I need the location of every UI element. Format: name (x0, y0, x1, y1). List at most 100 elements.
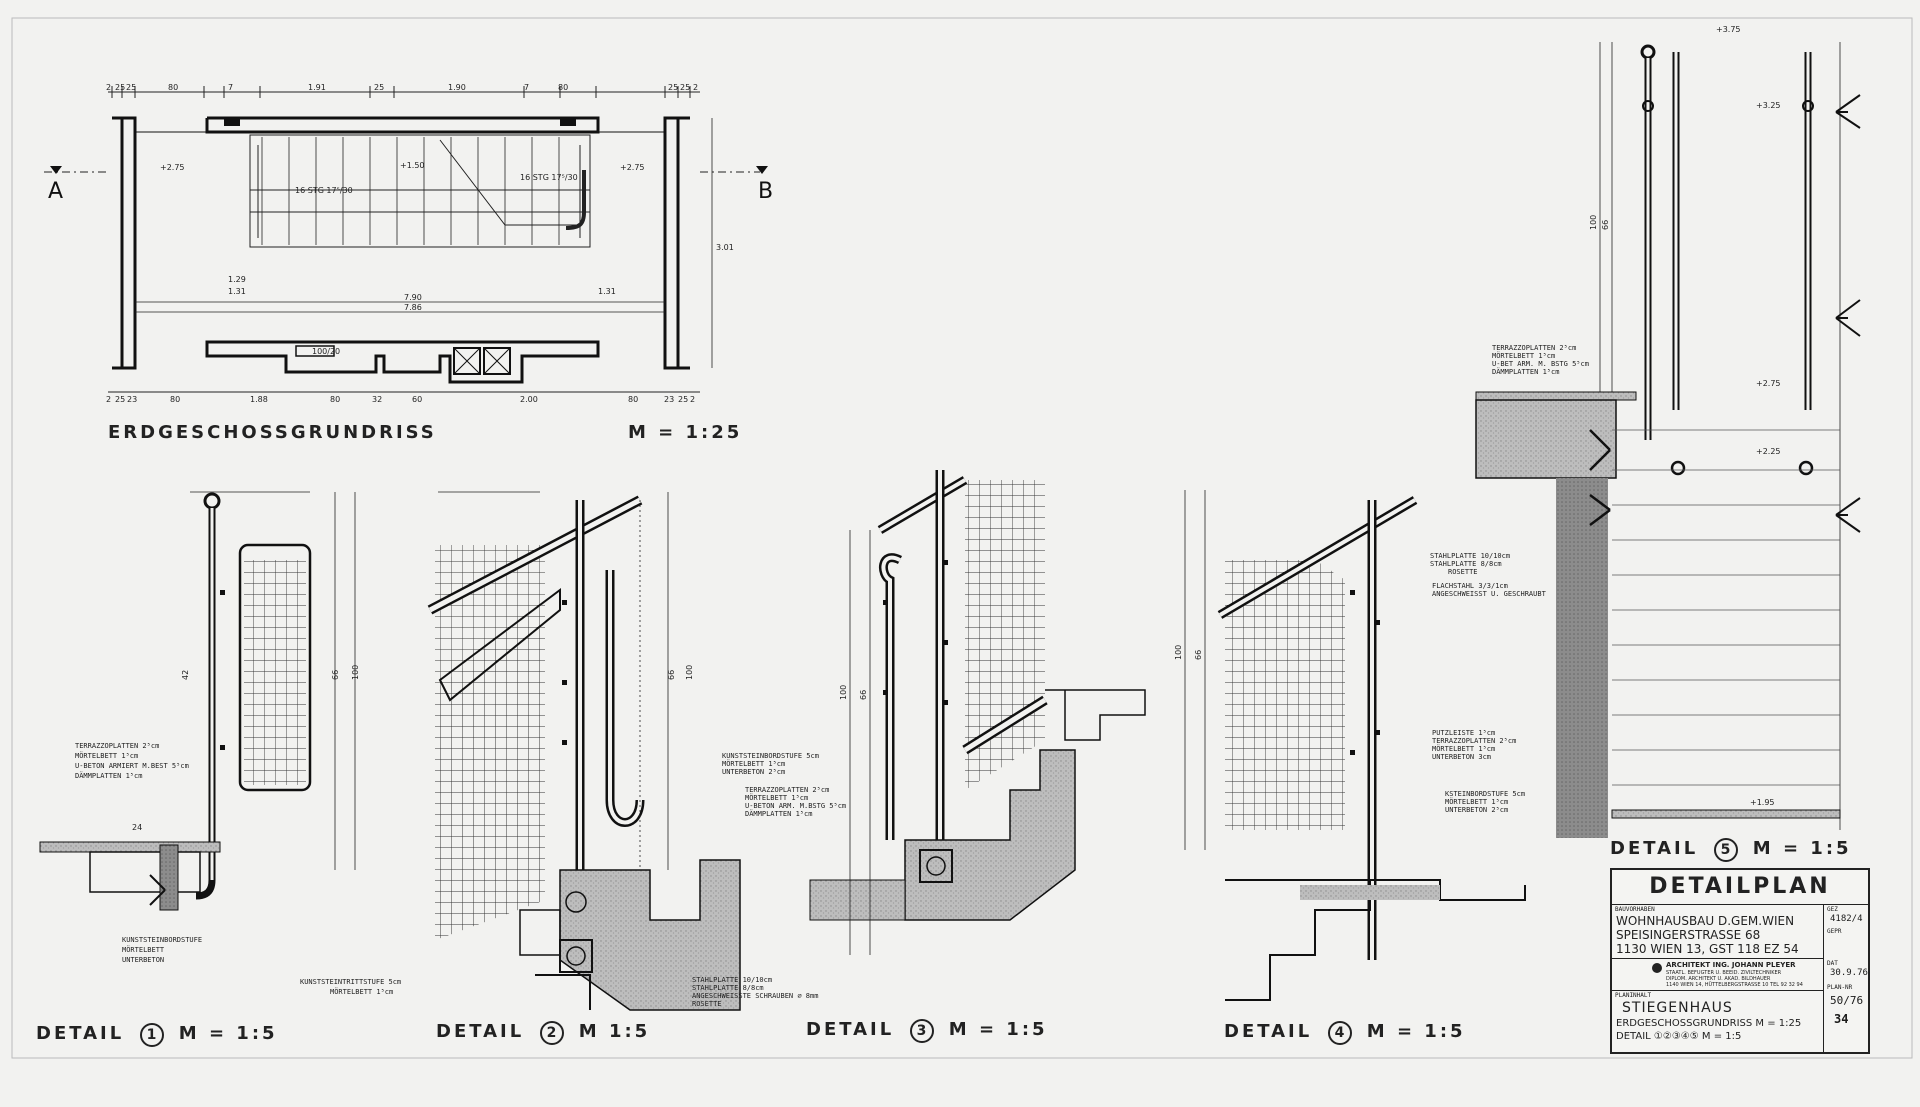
detail-1-dim: 66 (331, 670, 340, 680)
plan-dim-top: 2 (693, 83, 698, 92)
detail-5-level: +2.25 (1756, 447, 1781, 456)
detail-5-note: STAHLPLATTE 10/10cm (1430, 552, 1510, 560)
detail-2-title: DETAIL 2 M 1:5 (436, 1021, 650, 1045)
detail-5-note: FLACHSTAHL 3/3/1cm (1432, 582, 1508, 590)
sheet-border (11, 17, 1913, 1059)
detail-2-note: KUNSTSTEINBORDSTUFE 5cm (722, 752, 819, 760)
detail-scale: M = 1:5 (1366, 1021, 1466, 1042)
detail-1-title: DETAIL 1 M = 1:5 (36, 1023, 278, 1047)
detail-1-dim: 100 (351, 665, 360, 680)
detail-4-note: MÖRTELBETT 1⁵cm (1445, 797, 1508, 806)
plan-subject: STIEGENHAUS (1622, 1000, 1733, 1016)
detail-5-dim: 100 (1589, 215, 1598, 230)
detail-label: DETAIL (806, 1019, 895, 1040)
detail-3-dim: 66 (859, 690, 868, 700)
plan-dim-bottom: 80 (628, 395, 638, 404)
title-block-cell: DAT (1827, 960, 1838, 967)
detail-4-note: PUTZLEISTE 1⁵cm (1432, 729, 1495, 737)
plan-step-label: 16 STG 17⁵/30 (520, 173, 578, 182)
detail-2-dim: 100 (685, 665, 694, 680)
detail-4-note: UNTERBETON 2⁵cm (1445, 806, 1508, 814)
title-block-cell: 34 (1834, 1012, 1849, 1026)
detail-5-level: +3.75 (1716, 25, 1741, 34)
plan-dim-top: 80 (558, 83, 568, 92)
detail-5-note: TERRAZZOPLATTEN 2⁵cm (1492, 344, 1576, 352)
detail-number-badge: 1 (139, 1023, 164, 1047)
detail-5-level: +2.75 (1756, 379, 1781, 388)
plan-dim-bottom: 23 (127, 395, 137, 404)
project-line: SPEISINGERSTRASSE 68 (1616, 928, 1761, 942)
detail-2-dim: 66 (667, 670, 676, 680)
detail-number-badge: 2 (539, 1021, 564, 1045)
detail-5-note: U-BET ARM. M. BSTG 5⁵cm (1492, 360, 1589, 368)
plan-dim-top: 25 (115, 83, 125, 92)
title-block: DETAILPLAN BAUVORHABEN WOHNHAUSBAU D.GEM… (1610, 868, 1870, 1054)
detail-3-title: DETAIL 3 M = 1:5 (806, 1019, 1048, 1043)
detail-1-dim: 42 (181, 670, 190, 680)
detail-number-badge: 4 (1327, 1021, 1352, 1045)
detail-5-note: ROSETTE (1448, 568, 1478, 576)
title-block-heading: DETAILPLAN (1649, 874, 1831, 899)
plan-dim-bottom: 80 (170, 395, 180, 404)
detail-1-note: TERRAZZOPLATTEN 2⁵cm (75, 742, 159, 750)
detail-scale: M = 1:5 (948, 1019, 1048, 1040)
detail-5-level: +1.95 (1750, 798, 1775, 807)
detail-1-drawing: TERRAZZOPLATTEN 2⁵cm MÖRTELBETT 1⁵cm U-B… (39, 491, 360, 964)
title-block-cell: 4182/4 (1830, 914, 1863, 924)
title-block-cell: PLAN-NR (1827, 984, 1853, 991)
plan-dim-top: 7 (228, 83, 233, 92)
detail-5-drawing: TERRAZZOPLATTEN 2⁵cm MÖRTELBETT 1⁵cm U-B… (1430, 25, 1861, 838)
project-line: WOHNHAUSBAU D.GEM.WIEN (1616, 914, 1795, 928)
plan-box-label: 100/20 (312, 347, 340, 356)
title-block-cell: GEZ (1827, 906, 1838, 913)
plan-contents-label: PLANINHALT (1615, 992, 1652, 999)
detail-1-note: DÄMMPLATTEN 1⁵cm (75, 771, 142, 780)
title-block-divider (1612, 958, 1824, 959)
title-block-cell: 50/76 (1830, 994, 1864, 1007)
detail-label: DETAIL (436, 1021, 525, 1042)
title-block-right-column: GEZ 4182/4 GEPR DAT 30.9.76 PLAN-NR 50/7… (1823, 904, 1868, 1052)
plan-dim-bottom: 2.00 (520, 395, 538, 404)
detail-1-note: MÖRTELBETT (122, 945, 165, 954)
detail-2-note: U-BETON ARM. M.BSTG 5⁵cm (745, 802, 846, 810)
detail-1-note: U-BETON ARMIERT M.BEST 5⁵cm (75, 762, 189, 770)
section-a-marker: A (48, 179, 63, 204)
detail-1-note: KUNSTSTEINBORDSTUFE (122, 936, 202, 944)
plan-dim-bottom: 60 (412, 395, 422, 404)
detail-scale: M = 1:5 (178, 1023, 278, 1044)
plan-level: +1.50 (400, 161, 425, 170)
plan-contents-line: ERDGESCHOSSGRUNDRISS M = 1:25 (1616, 1018, 1802, 1029)
detail-4-note: MÖRTELBETT 1⁵cm (1432, 744, 1495, 753)
detail-4-note: TERRAZZOPLATTEN 2⁵cm (1432, 737, 1516, 745)
detail-4-dim: 66 (1194, 650, 1203, 660)
architect-seal-icon (1652, 963, 1662, 973)
plan-dim-top: 80 (168, 83, 178, 92)
detail-4-title: DETAIL 4 M = 1:5 (1224, 1021, 1466, 1045)
plan-dim-bottom: 80 (330, 395, 340, 404)
plan-side-dim: 1.29 (228, 275, 246, 284)
detail-label: DETAIL (1610, 838, 1699, 859)
ground-floor-plan: 2 25 25 80 7 1.91 25 1.90 7 80 25 25 2 1… (44, 83, 773, 404)
title-block-side-label: BAUVORHABEN (1615, 906, 1655, 913)
architect-line: STAATL. BEFUGTER U. BEEID. ZIVILTECHNIKE… (1666, 970, 1782, 976)
title-block-divider (1612, 904, 1868, 905)
detail-label: DETAIL (1224, 1021, 1313, 1042)
plan-side-dim: 3.01 (716, 243, 734, 252)
detail-5-level: +3.25 (1756, 101, 1781, 110)
detail-2-note: ROSETTE (692, 1000, 722, 1008)
title-block-divider (1612, 990, 1824, 991)
plan-side-dim: 1.31 (598, 287, 616, 296)
plan-overall-dim: 7.86 (404, 303, 422, 312)
detail-3-drawing: 100 66 (809, 470, 1146, 955)
detail-4-drawing: PUTZLEISTE 1⁵cm TERRAZZOPLATTEN 2⁵cm MÖR… (1174, 490, 1526, 1001)
detail-2-note: TERRAZZOPLATTEN 2⁵cm (745, 786, 829, 794)
plan-dim-bottom: 25 (115, 395, 125, 404)
plan-level: +2.75 (160, 163, 185, 172)
plan-dim-bottom: 23 (664, 395, 674, 404)
detail-2-note: KUNSTSTEINTRITTSTUFE 5cm (300, 978, 401, 986)
title-block-cell: 30.9.76 (1830, 968, 1868, 978)
plan-dim-bottom: 25 (678, 395, 688, 404)
detail-1-note: UNTERBETON (122, 956, 164, 964)
title-block-cell: GEPR (1827, 928, 1842, 935)
